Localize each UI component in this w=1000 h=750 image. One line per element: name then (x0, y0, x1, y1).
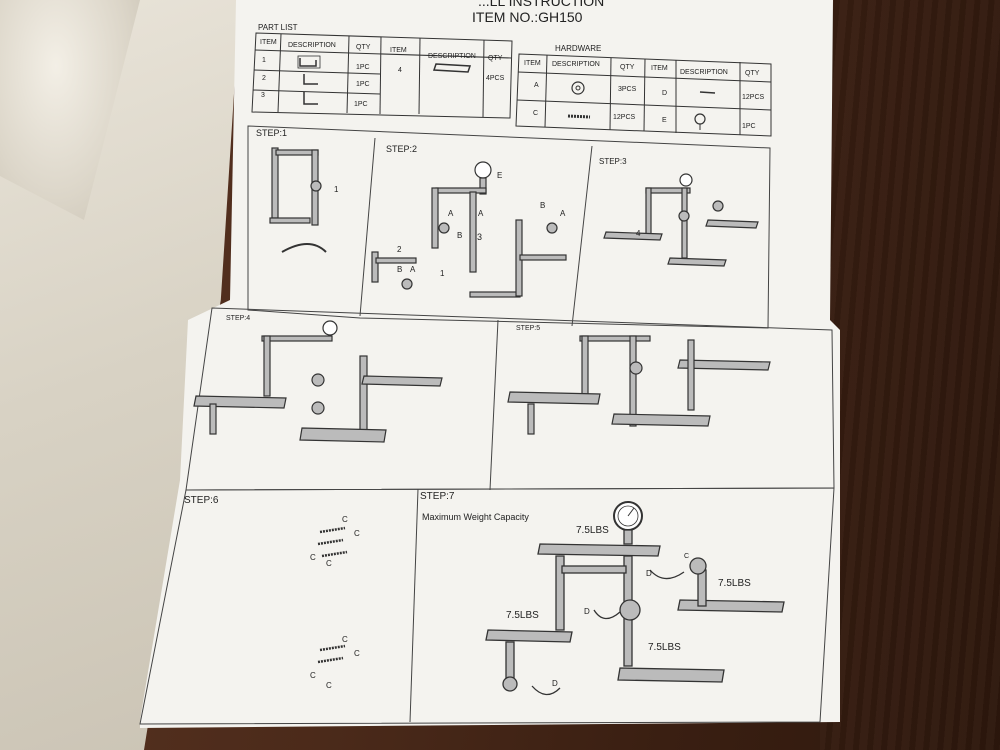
step-2-3: 3 (477, 232, 482, 242)
hw-h-qty: QTY (620, 64, 635, 71)
step-6-label: STEP:6 (184, 495, 219, 506)
step-6-c8: C (326, 681, 332, 690)
pl-h-desc2: DESCRIPTION (428, 53, 476, 60)
pl-qty-3: 1PC (354, 101, 368, 108)
step-7-d3: D (552, 679, 558, 688)
hw-h-qty2: QTY (745, 70, 760, 77)
step-7-d2: D (584, 607, 590, 616)
pl-h-item: ITEM (260, 39, 277, 46)
hardware-icons (567, 81, 716, 130)
hardware-title: HARDWARE (555, 44, 601, 53)
step-1-label: STEP:1 (256, 128, 287, 138)
pl-qty-1: 1PC (356, 64, 370, 71)
wood-grain (820, 0, 1000, 750)
pl-qty-2: 1PC (356, 81, 370, 88)
step-7-diagram (485, 501, 785, 696)
hw-qty-d: 12PCS (742, 94, 765, 101)
pl-h-qty2: QTY (488, 55, 503, 62)
hw-h-desc: DESCRIPTION (552, 61, 600, 68)
step-2-e: E (497, 171, 502, 180)
step-2-a1: A (448, 209, 454, 218)
hw-item-d: D (662, 90, 667, 97)
step-7-c: C (684, 553, 689, 560)
hw-h-item2: ITEM (651, 65, 668, 72)
step-6-c2: C (354, 529, 360, 538)
step-6-c4: C (326, 559, 332, 568)
hw-item-c: C (533, 110, 538, 117)
pl-item-3: 3 (261, 92, 265, 99)
weight-top: 7.5LBS (576, 525, 609, 536)
weight-right: 7.5LBS (718, 578, 751, 589)
step-2-b3: B (540, 201, 545, 210)
step-6-c6: C (354, 649, 360, 658)
part-list-table (251, 32, 513, 119)
step-2-diagram (371, 161, 567, 298)
step-2-a3: A (410, 265, 416, 274)
step-6-c1: C (342, 515, 348, 524)
pipe-part-icons (297, 55, 472, 105)
max-weight-label: Maximum Weight Capacity (422, 512, 529, 522)
step-7-d1: D (646, 569, 652, 578)
weight-bottom: 7.5LBS (648, 642, 681, 653)
pl-h-desc: DESCRIPTION (288, 42, 336, 49)
step-6-c5: C (342, 635, 348, 644)
step-6-diagram (317, 526, 348, 664)
step-7-label: STEP:7 (420, 491, 455, 502)
step-2-1: 1 (440, 269, 445, 278)
pl-item-1: 1 (262, 57, 266, 64)
hw-item-e: E (662, 117, 667, 124)
weight-left: 7.5LBS (506, 610, 539, 621)
step-4-label: STEP:4 (226, 315, 250, 322)
hw-h-desc2: DESCRIPTION (680, 69, 728, 76)
hardware-table (515, 53, 772, 137)
step-2-b1: B (457, 231, 462, 240)
pl-h-item2: ITEM (390, 47, 407, 54)
hw-h-item: ITEM (524, 60, 541, 67)
doc-title: ...LL INSTRUCTION (478, 0, 604, 9)
step-1-part-1: 1 (334, 185, 339, 194)
step-4-diagram (193, 320, 443, 443)
step-6-c7: C (310, 671, 316, 680)
step-5-diagram (507, 335, 771, 435)
step-3-4: 4 (636, 229, 641, 238)
hw-qty-c: 12PCS (613, 114, 636, 121)
part-list-title: PART LIST (258, 23, 298, 32)
step-grid (139, 125, 835, 725)
step-2-2: 2 (397, 245, 402, 254)
item-number: ITEM NO.:GH150 (472, 9, 583, 25)
step-1-diagram (269, 147, 327, 253)
hw-qty-e: 1PC (742, 123, 756, 130)
step-2-label: STEP:2 (386, 144, 417, 154)
pl-h-qty: QTY (356, 44, 371, 51)
hw-item-a: A (534, 82, 539, 89)
step-2-a2: A (478, 209, 484, 218)
pl-item-2: 2 (262, 75, 266, 82)
step-2-b2: B (397, 265, 402, 274)
step-2-a4: A (560, 209, 566, 218)
step-5-label: STEP:5 (516, 325, 540, 332)
pl-item-4: 4 (398, 67, 402, 74)
step-3-diagram (603, 173, 759, 267)
hw-qty-a: 3PCS (618, 86, 637, 93)
step-6-c3: C (310, 553, 316, 562)
pl-qty-4: 4PCS (486, 75, 505, 82)
step-3-label: STEP:3 (599, 157, 627, 166)
